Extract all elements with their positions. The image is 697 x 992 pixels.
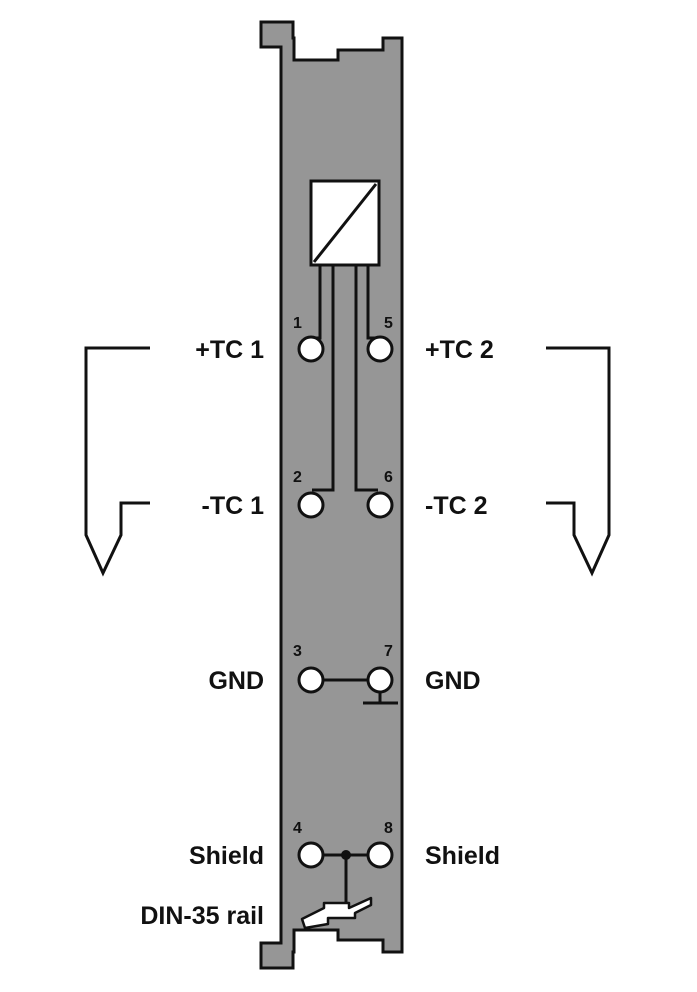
terminal-number-5: 5 [384, 315, 393, 332]
converter-block [309, 179, 381, 267]
terminal-number-8: 8 [384, 820, 393, 837]
terminal-number-4: 4 [293, 820, 302, 837]
terminal-7[interactable] [366, 666, 394, 694]
terminal-6[interactable] [366, 491, 394, 519]
din-rail-icon [300, 896, 373, 930]
thermocouple-right-icon [546, 346, 611, 577]
terminal-5[interactable] [366, 335, 394, 363]
terminal-3[interactable] [297, 666, 325, 694]
label-tc1-minus: -TC 1 [202, 492, 265, 520]
terminal-number-7: 7 [384, 643, 393, 660]
label-gnd-right: GND [425, 667, 481, 695]
terminal-number-3: 3 [293, 643, 302, 660]
label-gnd-left: GND [208, 667, 264, 695]
terminal-4[interactable] [297, 841, 325, 869]
label-shield-left: Shield [189, 842, 264, 870]
terminal-1[interactable] [297, 335, 325, 363]
terminal-8[interactable] [366, 841, 394, 869]
terminal-number-6: 6 [384, 469, 393, 486]
shield-junction-dot [341, 850, 351, 860]
label-tc2-plus: +TC 2 [425, 336, 494, 364]
label-tc1-plus: +TC 1 [195, 336, 264, 364]
label-tc2-minus: -TC 2 [425, 492, 488, 520]
label-shield-right: Shield [425, 842, 500, 870]
terminal-2[interactable] [297, 491, 325, 519]
terminal-number-2: 2 [293, 469, 302, 486]
terminal-number-1: 1 [293, 315, 302, 332]
label-din-rail: DIN-35 rail [140, 902, 264, 930]
thermocouple-left-icon [84, 346, 150, 577]
